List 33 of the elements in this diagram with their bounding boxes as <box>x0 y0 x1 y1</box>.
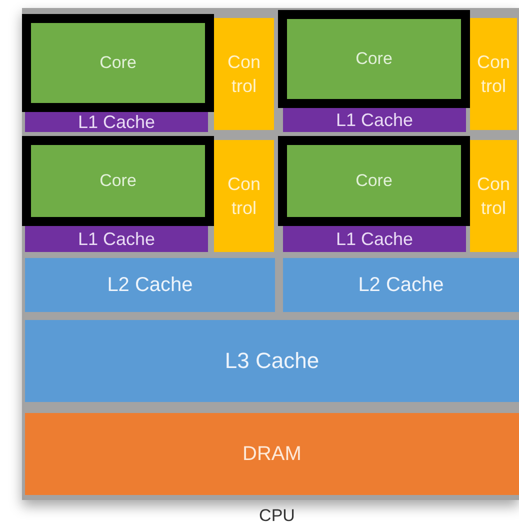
block-label: L1 Cache <box>78 110 156 134</box>
control-block <box>214 18 274 130</box>
control-block <box>470 140 517 252</box>
l2-cache-block <box>25 258 275 312</box>
core-block <box>22 136 214 226</box>
block-label: L1 Cache <box>78 228 156 251</box>
core-block <box>22 14 214 112</box>
control-block <box>214 140 274 252</box>
block-label: Core <box>100 170 136 192</box>
control-block <box>470 18 517 130</box>
block-label: Con trol <box>476 50 512 98</box>
block-label: L2 Cache <box>107 272 193 298</box>
block-label: Con trol <box>226 172 262 220</box>
l1-cache-block <box>25 112 208 132</box>
block-label: L3 Cache <box>224 347 320 376</box>
block-label: L2 Cache <box>358 272 444 298</box>
block-label: Con trol <box>226 50 262 98</box>
l2-cache-block <box>283 258 519 312</box>
l1-cache-block <box>25 226 208 252</box>
core-block <box>278 136 470 226</box>
block-label: L1 Cache <box>336 108 414 132</box>
block-label: Core <box>356 170 392 192</box>
cpu-caption: CPU <box>258 506 296 526</box>
l3-cache-block <box>25 320 519 402</box>
core-block <box>278 10 470 108</box>
block-label: Core <box>356 48 392 70</box>
block-label: Core <box>100 52 136 74</box>
dram-block <box>25 413 519 495</box>
block-label: DRAM <box>242 442 302 466</box>
block-label: L1 Cache <box>336 228 414 251</box>
l1-cache-block <box>283 108 466 132</box>
l1-cache-block <box>283 226 466 252</box>
block-label: Con trol <box>476 172 512 220</box>
